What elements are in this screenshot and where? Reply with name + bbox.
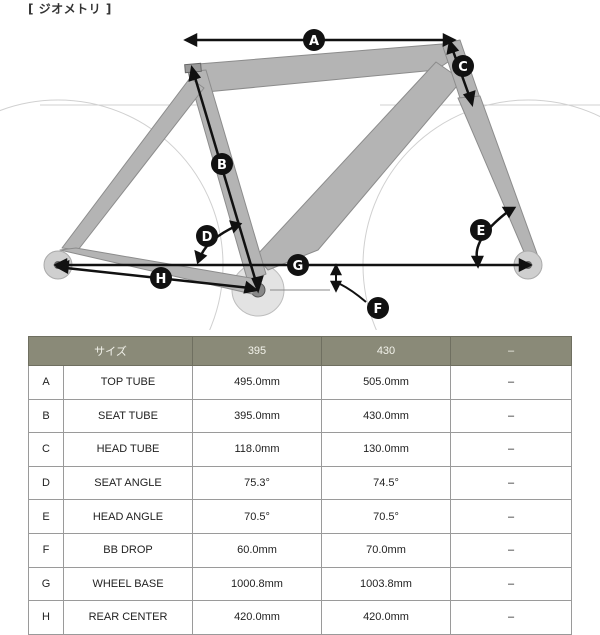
row-value-395: 70.5° bbox=[192, 499, 322, 534]
label-g: G bbox=[293, 259, 304, 274]
row-letter: G bbox=[28, 566, 64, 602]
table-row: C HEAD TUBE 118.0mm 130.0mm – bbox=[28, 432, 572, 467]
row-name: BB DROP bbox=[63, 532, 193, 568]
row-letter: A bbox=[28, 365, 64, 400]
label-d-marker bbox=[196, 225, 218, 247]
row-value-none: – bbox=[450, 499, 572, 534]
row-letter: C bbox=[28, 432, 64, 467]
row-value-none: – bbox=[450, 398, 572, 434]
label-e-marker bbox=[470, 219, 492, 241]
row-value-none: – bbox=[450, 465, 572, 501]
row-name: REAR CENTER bbox=[63, 600, 193, 635]
row-value-430: 130.0mm bbox=[321, 432, 451, 467]
label-c-marker bbox=[452, 55, 474, 77]
table-row: D SEAT ANGLE 75.3° 74.5° – bbox=[28, 465, 572, 501]
row-value-395: 75.3° bbox=[192, 465, 322, 501]
label-c: C bbox=[458, 60, 468, 75]
label-d: D bbox=[202, 230, 213, 245]
label-f: F bbox=[374, 302, 383, 317]
row-value-395: 420.0mm bbox=[192, 600, 322, 635]
row-name: HEAD TUBE bbox=[63, 432, 193, 467]
table-row: B SEAT TUBE 395.0mm 430.0mm – bbox=[28, 398, 572, 434]
table-row: E HEAD ANGLE 70.5° 70.5° – bbox=[28, 499, 572, 534]
row-value-430: 1003.8mm bbox=[321, 566, 451, 602]
label-h-marker bbox=[150, 267, 172, 289]
row-value-none: – bbox=[450, 532, 572, 568]
label-b: B bbox=[217, 158, 227, 173]
row-letter: H bbox=[28, 600, 64, 635]
row-value-395: 1000.8mm bbox=[192, 566, 322, 602]
label-g-marker bbox=[287, 254, 309, 276]
row-letter: B bbox=[28, 398, 64, 434]
table-row: H REAR CENTER 420.0mm 420.0mm – bbox=[28, 600, 572, 635]
row-value-430: 505.0mm bbox=[321, 365, 451, 400]
row-value-430: 430.0mm bbox=[321, 398, 451, 434]
table-row: A TOP TUBE 495.0mm 505.0mm – bbox=[28, 365, 572, 400]
row-value-395: 395.0mm bbox=[192, 398, 322, 434]
rear-wheel-outline bbox=[0, 99, 224, 330]
header-size-none: – bbox=[450, 336, 572, 366]
label-b-marker bbox=[211, 153, 233, 175]
row-value-none: – bbox=[450, 432, 572, 467]
label-a: A bbox=[309, 34, 319, 49]
row-name: HEAD ANGLE bbox=[63, 499, 193, 534]
row-value-none: – bbox=[450, 600, 572, 635]
row-letter: D bbox=[28, 465, 64, 501]
frame-geometry-diagram: A B C D E F G H bbox=[0, 29, 600, 330]
row-letter: F bbox=[28, 532, 64, 568]
row-value-395: 495.0mm bbox=[192, 365, 322, 400]
row-value-none: – bbox=[450, 365, 572, 400]
label-h: H bbox=[156, 272, 167, 287]
row-letter: E bbox=[28, 499, 64, 534]
row-name: SEAT TUBE bbox=[63, 398, 193, 434]
header-size-395: 395 bbox=[192, 336, 322, 366]
row-value-none: – bbox=[450, 566, 572, 602]
label-e: E bbox=[477, 224, 486, 239]
row-value-430: 70.0mm bbox=[321, 532, 451, 568]
row-value-430: 420.0mm bbox=[321, 600, 451, 635]
row-name: WHEEL BASE bbox=[63, 566, 193, 602]
geometry-table: サイズ 395 430 – A TOP TUBE 495.0mm 505.0mm… bbox=[28, 336, 572, 635]
table-row: F BB DROP 60.0mm 70.0mm – bbox=[28, 532, 572, 568]
row-name: TOP TUBE bbox=[63, 365, 193, 400]
header-size: サイズ bbox=[28, 336, 193, 366]
label-a-marker bbox=[303, 29, 325, 51]
row-value-430: 70.5° bbox=[321, 499, 451, 534]
row-value-395: 60.0mm bbox=[192, 532, 322, 568]
section-heading: [ ジオメトリ ] bbox=[28, 2, 112, 16]
table-row: G WHEEL BASE 1000.8mm 1003.8mm – bbox=[28, 566, 572, 602]
row-name: SEAT ANGLE bbox=[63, 465, 193, 501]
row-value-430: 74.5° bbox=[321, 465, 451, 501]
label-f-marker bbox=[367, 297, 389, 319]
table-header-row: サイズ 395 430 – bbox=[28, 336, 572, 366]
header-size-430: 430 bbox=[321, 336, 451, 366]
row-value-395: 118.0mm bbox=[192, 432, 322, 467]
